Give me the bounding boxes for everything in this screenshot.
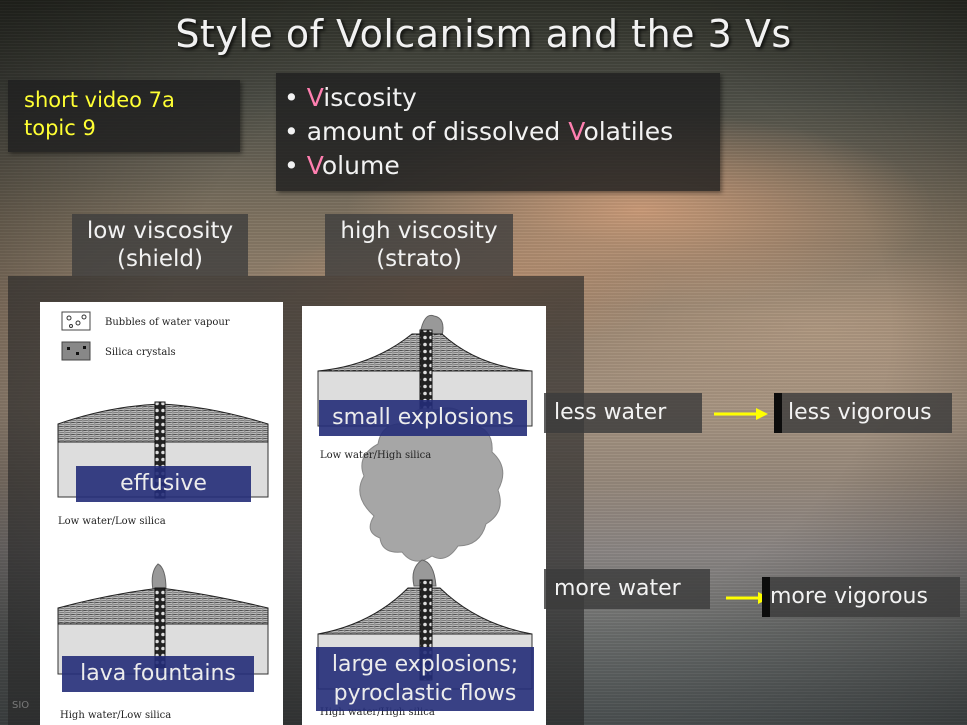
caption-high-water-low-silica: High water/Low silica [60,710,171,721]
large-explosions-line-2: pyroclastic flows [316,679,534,708]
header-line-2: (shield) [72,245,248,273]
box-edge [774,393,782,433]
v-letter: V [568,117,583,146]
less-vigorous-box: less vigorous [774,393,952,433]
more-vigorous-text: more vigorous [770,584,928,609]
less-water-arrow-icon [712,404,770,424]
header-line-1: high viscosity [325,217,513,245]
more-water-box: more water [544,569,710,609]
lava-fountains-label: lava fountains [62,656,254,692]
video-line-1: short video 7a [24,86,240,114]
bullet: • [284,117,299,146]
bubbles-legend-icon [62,312,90,330]
v-letter: V [307,151,322,180]
footer-text: SIO [12,700,29,711]
effusive-label: effusive [76,466,251,502]
crystals-legend-label: Silica crystals [105,347,176,358]
less-water-box: less water [544,393,702,433]
three-vs-list: • Viscosity • amount of dissolved Volati… [276,73,720,191]
v-letter: V [307,83,324,112]
header-line-1: low viscosity [72,217,248,245]
more-vigorous-box: more vigorous [762,577,960,617]
item-prefix: amount of dissolved [307,117,569,146]
large-explosions-line-1: large explosions; [316,650,534,679]
large-explosions-label: large explosions; pyroclastic flows [316,647,534,711]
slide-title: Style of Volcanism and the 3 Vs [0,4,967,64]
item-text: olume [322,151,400,180]
header-line-2: (strato) [325,245,513,273]
low-viscosity-header: low viscosity (shield) [72,214,248,276]
video-reference-box: short video 7a topic 9 [8,80,240,152]
less-vigorous-text: less vigorous [788,400,932,425]
bubbles-legend-label: Bubbles of water vapour [105,317,230,328]
caption-low-water-low-silica: Low water/Low silica [58,516,166,527]
video-line-2: topic 9 [24,114,240,142]
high-viscosity-header: high viscosity (strato) [325,214,513,276]
list-item-volatiles: • amount of dissolved Volatiles [284,115,720,149]
bullet: • [284,83,299,112]
list-item-viscosity: • Viscosity [284,81,720,115]
item-text: olatiles [583,117,673,146]
list-item-volume: • Volume [284,149,720,183]
crystals-legend-icon [62,342,90,360]
bullet: • [284,151,299,180]
caption-low-water-high-silica: Low water/High silica [320,450,431,461]
small-explosions-label: small explosions [319,400,527,436]
box-edge [762,577,770,617]
item-text: iscosity [323,83,417,112]
